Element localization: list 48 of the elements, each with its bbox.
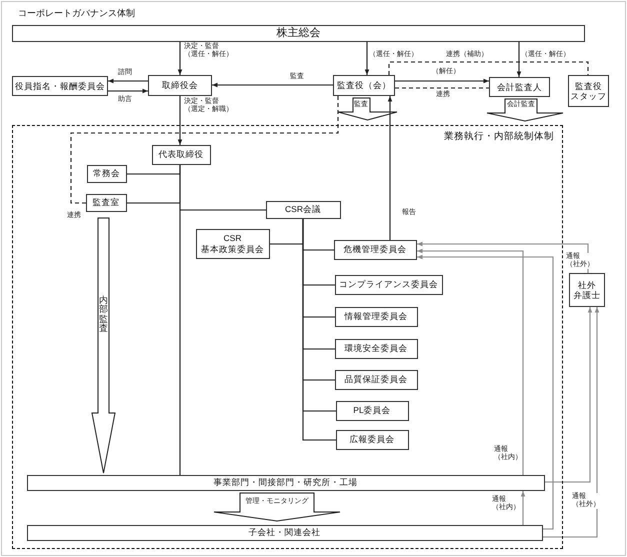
org-box: 情報管理委員会 <box>334 306 418 326</box>
org-box: 役員指名・報酬委員会 <box>12 76 108 96</box>
edge-label: 内部監査 <box>99 296 108 334</box>
org-box: CSR基本政策委員会 <box>196 228 270 258</box>
org-box: 広報委員会 <box>336 430 408 450</box>
dashed-line <box>395 87 489 89</box>
arrow <box>417 242 589 273</box>
org-box: 監査役（会） <box>333 75 395 96</box>
diagram-title: コーポレートガバナンス体制 <box>18 7 135 20</box>
org-box: 危機管理委員会 <box>334 240 416 260</box>
org-box: 代表取締役 <box>152 144 210 164</box>
org-box: 取締役会 <box>148 75 212 96</box>
arrow <box>395 78 489 84</box>
arrow <box>516 42 522 77</box>
dashed-line <box>388 61 589 75</box>
org-box: 株主総会 <box>12 25 585 42</box>
block-arrow <box>91 218 116 474</box>
org-box: 社外弁護士 <box>569 273 605 307</box>
arrow <box>545 307 592 483</box>
org-box: コンプライアンス委員会 <box>334 274 442 294</box>
block-arrow <box>214 492 340 522</box>
arrow <box>364 42 370 75</box>
connector-line <box>179 165 181 475</box>
org-box: 監査室 <box>86 194 126 212</box>
arrow <box>108 78 148 84</box>
org-box: 常務会 <box>86 164 126 182</box>
arrow <box>212 82 333 88</box>
dashed-region <box>12 125 563 549</box>
arrow <box>417 254 554 530</box>
arrow <box>178 96 182 145</box>
org-box: 会計監査人 <box>489 77 550 97</box>
org-box: PL委員会 <box>336 400 408 420</box>
arrow <box>388 96 392 240</box>
org-box: 品質保証委員会 <box>334 370 418 390</box>
arrow <box>178 42 182 75</box>
block-arrow <box>338 98 398 121</box>
org-box: 事業部門・間接部門・研究所・工場 <box>26 474 544 490</box>
region-heading: 業務執行・内部統制体制 <box>444 130 554 143</box>
org-box: 環境安全委員会 <box>334 338 418 358</box>
org-box: CSR会議 <box>266 200 340 218</box>
org-box: 子会社・関連会社 <box>26 524 542 540</box>
arrow <box>108 88 148 94</box>
arrow <box>520 491 526 525</box>
arrow <box>543 307 600 538</box>
block-arrow <box>486 98 564 122</box>
org-box: 監査役スタッフ <box>568 75 609 107</box>
arrow <box>417 248 524 475</box>
dashed-line <box>70 96 339 204</box>
